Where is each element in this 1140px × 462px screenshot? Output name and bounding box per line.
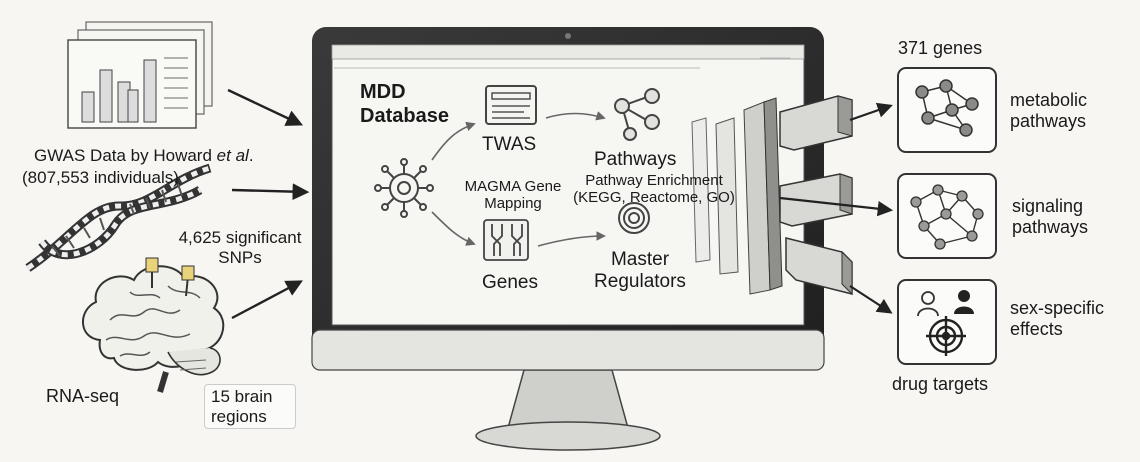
- metabolic-box: [897, 67, 997, 153]
- output-arrows: [779, 102, 894, 314]
- screen-slabs: [691, 97, 783, 295]
- brain-regions-label: 15 brain regions: [204, 384, 296, 430]
- genes-label: Genes: [482, 272, 538, 293]
- pathway-enrichment-label: Pathway Enrichment (KEGG, Reactome, GO): [573, 172, 735, 207]
- twas-label: TWAS: [482, 134, 537, 155]
- brain-icon: [82, 257, 225, 393]
- target-icon: [926, 316, 966, 356]
- drug-targets-label: drug targets: [892, 374, 989, 394]
- document-bar-chart-icon: [67, 21, 213, 129]
- output-slabs: [779, 95, 853, 296]
- drug-target-box: [897, 279, 997, 365]
- signaling-box: [897, 173, 997, 259]
- signaling-label: signaling pathways: [1012, 196, 1089, 237]
- snps-label: 4,625 significant SNPs: [178, 228, 302, 267]
- gene-count-label: 371 genes: [898, 38, 983, 58]
- input-arrows: [227, 88, 310, 320]
- gene-map-icon: [483, 219, 529, 261]
- inner-arrows: [431, 111, 606, 247]
- master-regulators-label: Master Regulators: [594, 249, 686, 292]
- gwas-individuals: (807,553 individuals): [22, 168, 179, 187]
- person-icon: [917, 290, 974, 317]
- page-title: MDD Database: [360, 81, 449, 127]
- pathways-label: Pathways: [594, 149, 677, 170]
- metabolic-label: metabolic pathways: [1010, 90, 1088, 131]
- magma-label: MAGMA Gene Mapping: [464, 178, 562, 213]
- rnaseq-label: RNA-seq: [46, 386, 120, 406]
- virus-icon: [374, 158, 434, 218]
- sex-specific-label: sex-specific effects: [1010, 298, 1105, 339]
- target-icon-center: [618, 202, 650, 234]
- gwas-label: GWAS Data by Howard et al.: [34, 146, 254, 165]
- document-icon: [485, 85, 537, 125]
- network-icon: [614, 88, 660, 141]
- dna-helix-icon: [25, 163, 212, 272]
